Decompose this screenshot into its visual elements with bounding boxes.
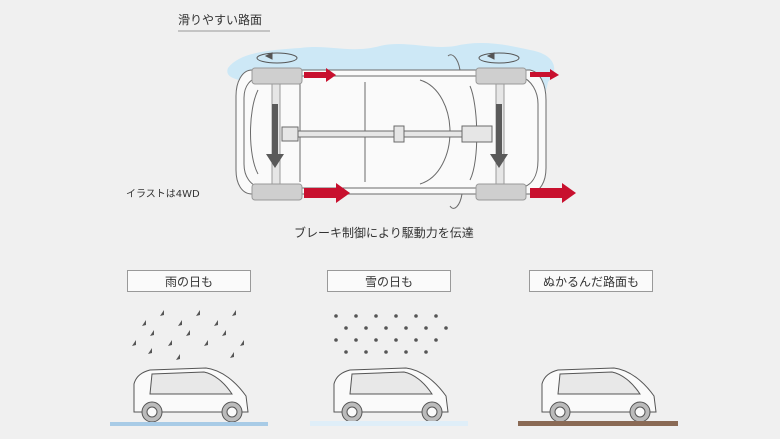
wheels [251, 67, 527, 201]
drive-force-arrows [304, 68, 576, 203]
brake-transmission-caption: ブレーキ制御により駆動力を伝達 [294, 226, 474, 240]
illustration-note: イラストは4WD [126, 189, 200, 200]
wet-ground [110, 422, 268, 426]
condition-rain-label: 雨の日も [127, 270, 251, 292]
snow-ground [310, 421, 468, 426]
drive-shaft [281, 125, 493, 143]
mud-ground [518, 421, 678, 426]
condition-mud-label: ぬかるんだ路面も [529, 270, 653, 292]
torque-transfer-arrows [266, 104, 508, 168]
car-side-mud [541, 367, 657, 423]
slippery-road-label: 滑りやすい路面 [178, 13, 263, 27]
condition-snow-label: 雪の日も [327, 270, 451, 292]
car-side-rain [133, 367, 249, 423]
rain-drops-icon [132, 310, 244, 360]
wheel-spin-icon [256, 52, 520, 64]
car-side-snow [333, 367, 449, 423]
snow-dots-icon [334, 314, 448, 354]
